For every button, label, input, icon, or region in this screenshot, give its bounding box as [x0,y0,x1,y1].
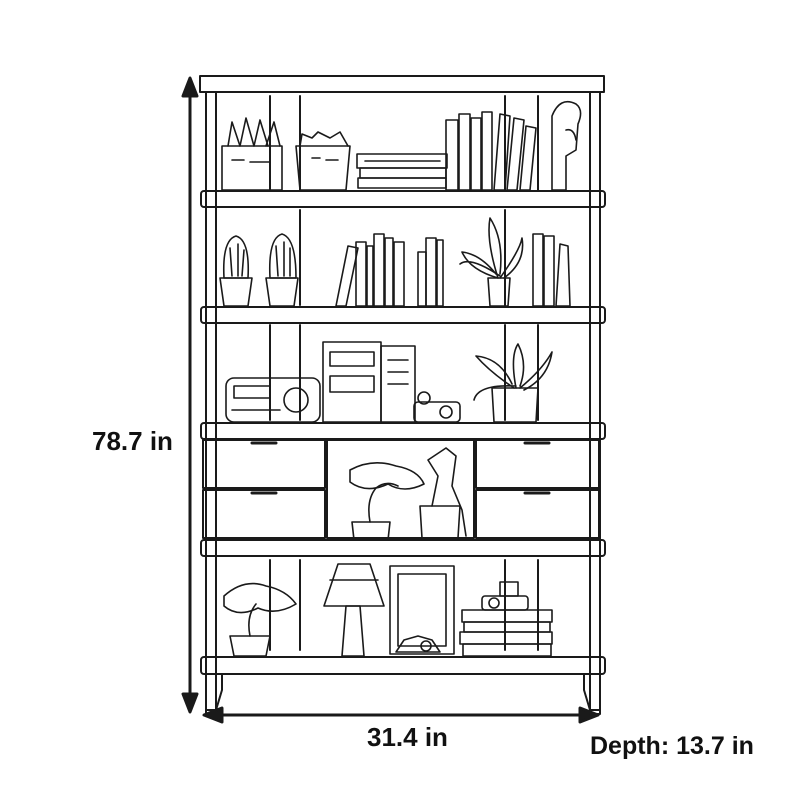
shelf-1-items [221,100,582,191]
cactus-right [265,233,299,307]
shelves [200,190,606,675]
books-right [532,233,571,307]
height-label: 78.7 in [92,426,173,456]
drawer-section [202,439,600,539]
small-camera [395,635,441,653]
cactus-left [219,235,253,307]
book-stack-bottom [459,581,553,657]
shelf-4 [200,539,606,557]
sculpture [551,100,582,191]
radio [225,377,321,423]
width-label: 31.4 in [367,722,448,752]
shelf-2 [200,306,606,324]
shelf-1 [200,190,606,208]
picture-frame [389,565,455,655]
left-leg [205,673,223,711]
abstract-sculpture [419,447,467,539]
shelf-2-items [219,217,571,307]
cup [295,145,351,191]
depth-label: Depth: 13.7 in [590,732,754,760]
shelf-bottom [200,656,606,675]
bookshelf-frame [199,75,605,715]
height-dimension-arrow [181,76,199,714]
bonsai-bottom [223,582,297,657]
left-post [205,91,217,715]
table-lamp [323,563,385,657]
right-leg [583,673,601,711]
width-dimension-arrow [202,706,600,724]
potted-plant [459,217,524,307]
open-cubby [326,439,475,539]
drawer-left-bottom [202,489,326,539]
shelf-3-items [225,341,553,423]
shelf-3 [200,422,606,440]
books-middle [335,233,444,307]
bonsai [349,462,425,541]
toy-car [413,391,461,423]
display-books [322,341,416,423]
planter-box [221,145,283,191]
upright-books [445,111,537,191]
drawer-right-top [475,439,600,489]
right-post [589,91,601,715]
bottom-shelf-items [223,563,553,657]
drawer-right-bottom [475,489,600,539]
top-board [199,75,605,93]
cubby-items [349,447,467,541]
drawer-left-top [202,439,326,489]
potted-plant-large [473,343,553,423]
